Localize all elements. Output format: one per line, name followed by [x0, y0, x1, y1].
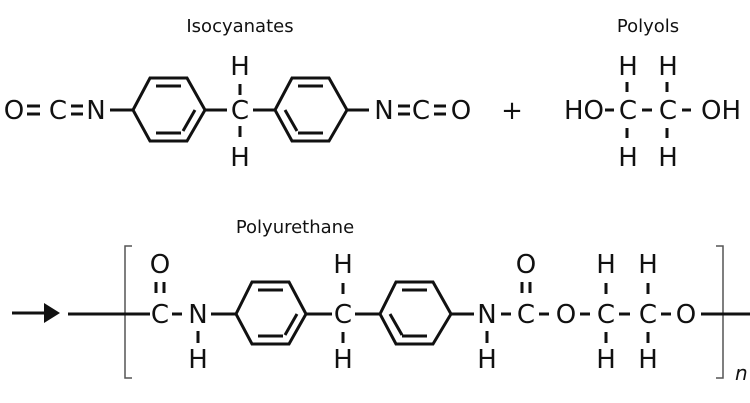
atom: N: [86, 96, 105, 126]
atom: H: [333, 345, 353, 375]
atom: H: [618, 143, 638, 173]
right-arrow-icon: [12, 303, 60, 323]
repeat-subscript: n: [735, 361, 748, 385]
atom: H: [230, 143, 250, 173]
atom: H: [618, 52, 638, 82]
atom: HO: [564, 96, 604, 126]
plus-sign: +: [501, 96, 523, 126]
polyols-title: Polyols: [617, 16, 679, 37]
atom: C: [49, 96, 67, 126]
atom: H: [638, 250, 658, 280]
atom: H: [230, 52, 250, 82]
atom: H: [596, 250, 616, 280]
atom: H: [658, 52, 678, 82]
atom: H: [596, 345, 616, 375]
atom: O: [150, 250, 170, 280]
atom: O: [451, 96, 471, 126]
atom: H: [477, 345, 497, 375]
atom: O: [4, 96, 24, 126]
atom: C: [231, 96, 249, 126]
atom: O: [556, 300, 576, 330]
atom: OH: [701, 96, 741, 126]
polyol-molecule: HO H C H H C H OH: [564, 52, 741, 173]
atom: N: [374, 96, 393, 126]
atom: O: [516, 250, 536, 280]
atom: N: [477, 300, 496, 330]
atom: C: [597, 300, 615, 330]
atom: O: [676, 300, 696, 330]
right-bracket: [716, 245, 724, 379]
isocyanates-title: Isocyanates: [186, 16, 293, 37]
atom: H: [658, 143, 678, 173]
atom: C: [151, 300, 169, 330]
atom: C: [639, 300, 657, 330]
isocyanate-molecule: O C N H C H N C O: [4, 52, 471, 173]
atom: H: [333, 250, 353, 280]
atom: C: [334, 300, 352, 330]
polyurethane-title: Polyurethane: [236, 217, 354, 238]
atom: H: [188, 345, 208, 375]
atom: C: [619, 96, 637, 126]
atom: N: [188, 300, 207, 330]
atom: C: [412, 96, 430, 126]
atom: C: [659, 96, 677, 126]
polyurethane-molecule: n O C N H H C H N H O C O H C H H C H O: [68, 245, 750, 385]
atom: C: [517, 300, 535, 330]
left-bracket: [124, 245, 132, 379]
atom: H: [638, 345, 658, 375]
